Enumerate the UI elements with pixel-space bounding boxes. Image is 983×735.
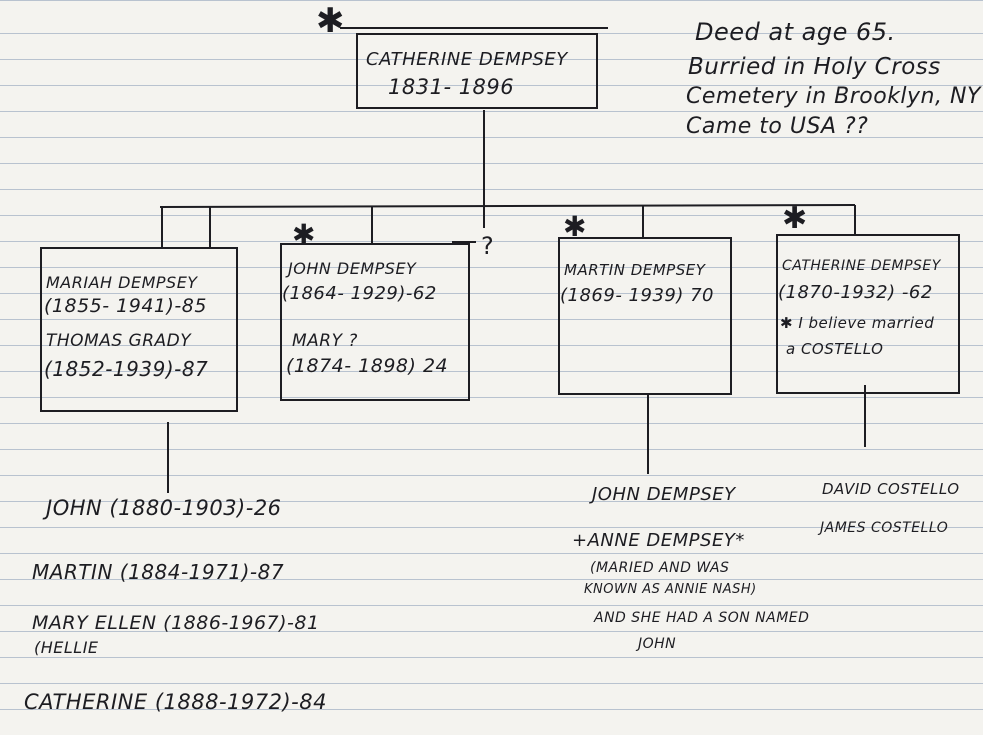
root-note-line: Burried in Holy Cross <box>688 54 941 80</box>
john-question-mark: ? <box>481 232 494 260</box>
child-name: MARIAH DEMPSEY <box>46 273 198 292</box>
child-name: CATHERINE DEMPSEY <box>782 258 941 274</box>
root-note-line: Deed at age 65. <box>695 18 896 46</box>
root-note-line: Came to USA ?? <box>686 114 869 139</box>
list-item: JOHN <box>638 636 677 652</box>
list-item: (HELLIE <box>34 638 99 657</box>
child-note: a COSTELLO <box>786 340 884 358</box>
martin-asterisk-icon: ✱ <box>563 210 587 243</box>
child-dates: (1864- 1929)-62 <box>282 283 437 304</box>
child-dates: (1870-1932) -62 <box>778 282 933 303</box>
list-item: AND SHE HAD A SON NAMED <box>594 610 810 626</box>
list-item: JOHN (1880-1903)-26 <box>46 496 282 520</box>
spouse-name: MARY ? <box>292 331 358 351</box>
child-note: ✱ I believe married <box>780 314 935 332</box>
child-box-martin: MARTIN DEMPSEY (1869- 1939) 70 <box>558 237 732 395</box>
list-item: +ANNE DEMPSEY* <box>572 530 745 551</box>
list-item: (MARIED AND WAS <box>590 560 730 576</box>
list-item: MARY ELLEN (1886-1967)-81 <box>32 612 320 634</box>
child-dates: (1855- 1941)-85 <box>44 295 207 317</box>
child-box-catherine: CATHERINE DEMPSEY (1870-1932) -62 ✱ I be… <box>776 234 960 394</box>
child-dates: (1869- 1939) 70 <box>560 285 715 306</box>
root-dates: 1831- 1896 <box>388 75 515 99</box>
list-item: DAVID COSTELLO <box>822 480 960 498</box>
child-name: MARTIN DEMPSEY <box>564 261 706 279</box>
list-item: JAMES COSTELLO <box>820 520 949 536</box>
root-person-box: CATHERINE DEMPSEY 1831- 1896 <box>356 33 598 109</box>
note-asterisk-icon: ✱ <box>780 314 799 332</box>
list-item: CATHERINE (1888-1972)-84 <box>24 690 327 714</box>
list-item: KNOWN AS ANNIE NASH) <box>584 582 757 597</box>
john-asterisk-icon: ✱ <box>292 218 316 251</box>
sibling-line <box>159 204 856 208</box>
list-item: JOHN DEMPSEY <box>592 484 736 505</box>
child-name: JOHN DEMPSEY <box>288 259 417 278</box>
root-note-line: Cemetery in Brooklyn, NY <box>686 84 981 109</box>
root-name: CATHERINE DEMPSEY <box>366 49 568 70</box>
catherine-asterisk-icon: ✱ <box>782 201 808 236</box>
child-box-john: JOHN DEMPSEY (1864- 1929)-62 MARY ? (187… <box>280 243 470 401</box>
root-asterisk-icon: ✱ <box>316 1 345 41</box>
child-box-mariah: MARIAH DEMPSEY (1855- 1941)-85 THOMAS GR… <box>40 247 238 412</box>
spouse-dates: (1874- 1898) 24 <box>286 355 449 377</box>
spouse-name: THOMAS GRADY <box>46 331 192 351</box>
list-item: MARTIN (1884-1971)-87 <box>32 560 285 584</box>
spouse-dates: (1852-1939)-87 <box>44 357 209 381</box>
